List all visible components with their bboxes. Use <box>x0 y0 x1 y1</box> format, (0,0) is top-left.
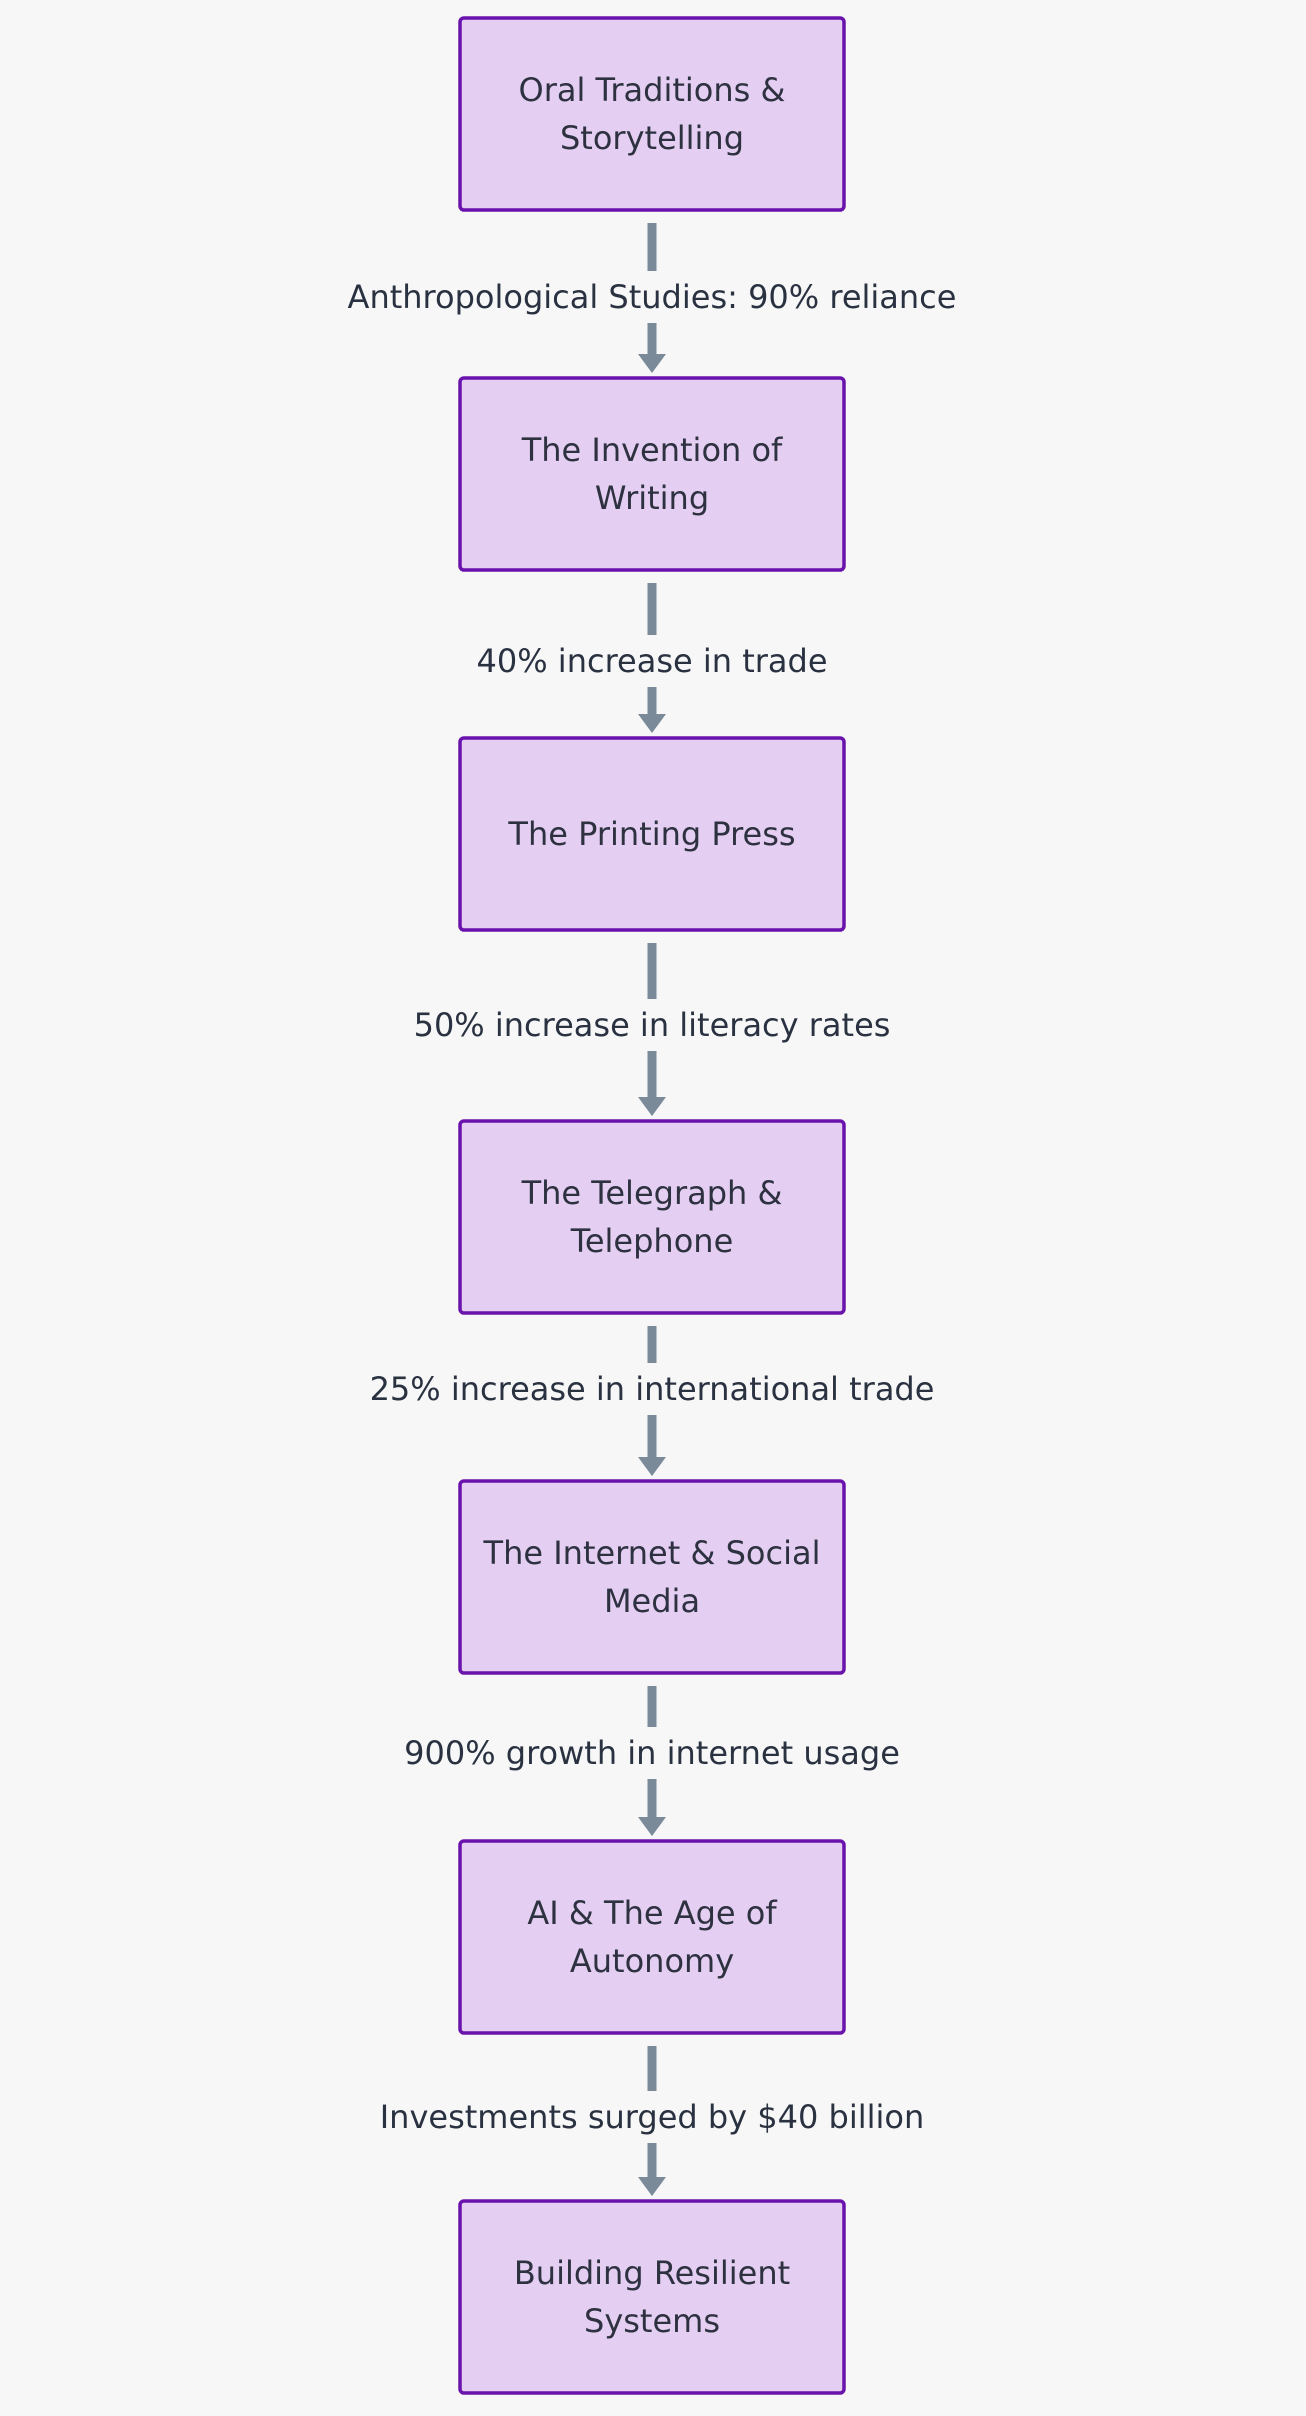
edge-2: 40% increase in trade <box>477 583 828 733</box>
edge-6: Investments surged by $40 billion <box>380 2046 925 2196</box>
edge-5: 900% growth in internet usage <box>404 1686 900 1836</box>
node-label-line: The Telegraph & <box>521 1174 783 1212</box>
node-label-line: Building Resilient <box>514 2254 790 2292</box>
arrow-head-icon <box>638 1097 666 1116</box>
arrow-head-icon <box>638 354 666 373</box>
node-label-line: Storytelling <box>560 119 744 157</box>
edge-label: 900% growth in internet usage <box>404 1734 900 1772</box>
node-label-line: Writing <box>595 479 709 517</box>
node-label-line: Systems <box>584 2302 720 2340</box>
node-oral-traditions: Oral Traditions & Storytelling <box>458 16 846 212</box>
node-label-line: AI & The Age of <box>527 1894 777 1932</box>
edge-4: 25% increase in international trade <box>370 1326 935 1476</box>
edges-layer: Anthropological Studies: 90% reliance 40%… <box>348 223 957 2196</box>
node-invention-of-writing: The Invention of Writing <box>458 376 846 572</box>
edge-label: 40% increase in trade <box>477 642 828 680</box>
node-label-line: Oral Traditions & <box>519 71 786 109</box>
edge-label: Investments surged by $40 billion <box>380 2098 925 2136</box>
node-box <box>458 376 846 572</box>
node-box <box>458 1479 846 1675</box>
edge-label: Anthropological Studies: 90% reliance <box>348 278 957 316</box>
arrow-head-icon <box>638 714 666 733</box>
node-box <box>458 736 846 932</box>
node-label-line: Autonomy <box>570 1942 734 1980</box>
node-label-line: Media <box>604 1582 700 1620</box>
node-label-line: Telephone <box>570 1222 734 1260</box>
node-label-line: The Invention of <box>521 431 783 469</box>
arrow-head-icon <box>638 1457 666 1476</box>
node-ai-age-of-autonomy: AI & The Age of Autonomy <box>458 1839 846 2035</box>
node-box <box>458 1839 846 2035</box>
edge-label: 25% increase in international trade <box>370 1370 935 1408</box>
node-telegraph-telephone: The Telegraph & Telephone <box>458 1119 846 1315</box>
node-box <box>458 2199 846 2395</box>
edge-label: 50% increase in literacy rates <box>414 1006 891 1044</box>
edge-1: Anthropological Studies: 90% reliance <box>348 223 957 373</box>
edge-3: 50% increase in literacy rates <box>414 943 891 1116</box>
arrow-head-icon <box>638 2177 666 2196</box>
node-label-line: The Internet & Social <box>483 1534 821 1572</box>
node-box <box>458 16 846 212</box>
node-box <box>458 1119 846 1315</box>
node-label-line: The Printing Press <box>507 815 795 853</box>
arrow-head-icon <box>638 1817 666 1836</box>
node-printing-press: The Printing Press <box>458 736 846 932</box>
